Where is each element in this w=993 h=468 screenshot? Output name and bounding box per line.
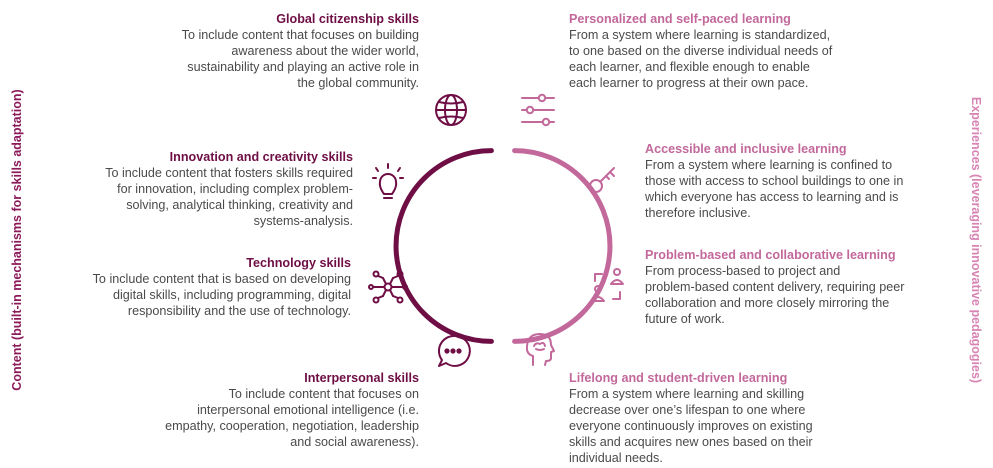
innovation-creativity-line: To include content that fosters skills r… xyxy=(105,166,353,180)
technology-skills-line: To include content that is based on deve… xyxy=(92,272,351,286)
global-citizenship-line: sustainability and playing an active rol… xyxy=(187,60,419,74)
collaboration-icon xyxy=(591,268,624,302)
interpersonal-skills-title: Interpersonal skills xyxy=(304,371,419,385)
global-citizenship-line: awareness about the wider world, xyxy=(231,44,419,58)
experiences-arc xyxy=(512,148,613,344)
innovation-creativity-line: systems-analysis. xyxy=(253,214,353,228)
global-citizenship-line: To include content that focuses on build… xyxy=(181,28,419,42)
key-icon xyxy=(589,167,615,193)
technology-skills-line: responsibility and the use of technology… xyxy=(127,304,351,318)
sliders-icon xyxy=(521,93,555,127)
accessible-learning-title: Accessible and inclusive learning xyxy=(645,142,847,156)
personalized-learning-block: Personalized and self-paced learning Fro… xyxy=(569,11,832,91)
lifelong-learning-line: everyone continuously improves on existi… xyxy=(569,419,813,433)
interpersonal-skills-block: Interpersonal skills To include content … xyxy=(165,370,419,450)
personalized-learning-line: to one based on the diverse individual n… xyxy=(569,44,833,58)
lightbulb-icon xyxy=(372,163,404,199)
chat-bubble-icon xyxy=(438,334,471,367)
accessible-learning-line: those with access to school buildings to… xyxy=(645,174,904,188)
personalized-learning-title: Personalized and self-paced learning xyxy=(569,12,791,26)
lifelong-learning-title: Lifelong and student-driven learning xyxy=(569,371,788,385)
circuit-icon xyxy=(368,270,408,304)
innovation-creativity-block: Innovation and creativity skills To incl… xyxy=(105,149,353,229)
lifelong-learning-block: Lifelong and student-driven learning Fro… xyxy=(569,370,813,466)
personalized-learning-line: From a system where learning is standard… xyxy=(569,28,831,42)
personalized-learning-line: each learner to progress at their own pa… xyxy=(569,76,809,90)
problem-based-learning-line: From process-based to project and xyxy=(645,264,841,278)
problem-based-learning-line: collaboration and more closely mirroring… xyxy=(645,296,890,310)
interpersonal-skills-line: interpersonal emotional intelligence (i.… xyxy=(197,403,419,417)
problem-based-learning-line: future of work. xyxy=(645,312,725,326)
accessible-learning-line: therefore inclusive. xyxy=(645,206,751,220)
accessible-learning-line: which everyone has access to learning an… xyxy=(645,190,899,204)
global-citizenship-line: the global community. xyxy=(297,76,419,90)
problem-based-learning-line: problem-based content delivery, requirin… xyxy=(645,280,905,294)
innovation-creativity-line: solving, analytical thinking, creativity… xyxy=(126,198,353,212)
innovation-creativity-title: Innovation and creativity skills xyxy=(169,150,353,164)
content-arc xyxy=(393,148,494,344)
accessible-learning-line: From a system where learning is confined… xyxy=(645,158,893,172)
globe-icon xyxy=(435,94,467,126)
global-citizenship-title: Global citizenship skills xyxy=(276,12,419,26)
personalized-learning-line: each learner, and flexible enough to ena… xyxy=(569,60,810,74)
interpersonal-skills-line: empathy, cooperation, negotiation, leade… xyxy=(165,419,419,433)
lifelong-learning-line: skills and acquires new ones based on th… xyxy=(569,435,813,449)
innovation-creativity-line: for innovation, including complex proble… xyxy=(117,182,353,196)
problem-based-learning-block: Problem-based and collaborative learning… xyxy=(645,247,904,327)
global-citizenship-block: Global citizenship skills To include con… xyxy=(182,11,419,91)
technology-skills-block: Technology skills To include content tha… xyxy=(93,255,351,319)
technology-skills-line: digital skills, including programming, d… xyxy=(113,288,351,302)
lifelong-learning-line: individual needs. xyxy=(569,451,663,465)
lifelong-learning-line: decrease over one’s lifespan to one wher… xyxy=(569,403,806,417)
problem-based-learning-title: Problem-based and collaborative learning xyxy=(645,248,896,262)
interpersonal-skills-line: and social awareness). xyxy=(290,435,419,449)
lifelong-learning-line: From a system where learning and skillin… xyxy=(569,387,805,401)
accessible-learning-block: Accessible and inclusive learning From a… xyxy=(645,141,903,221)
technology-skills-title: Technology skills xyxy=(246,256,351,270)
interpersonal-skills-line: To include content that focuses on xyxy=(228,387,419,401)
head-brain-icon xyxy=(525,333,555,366)
